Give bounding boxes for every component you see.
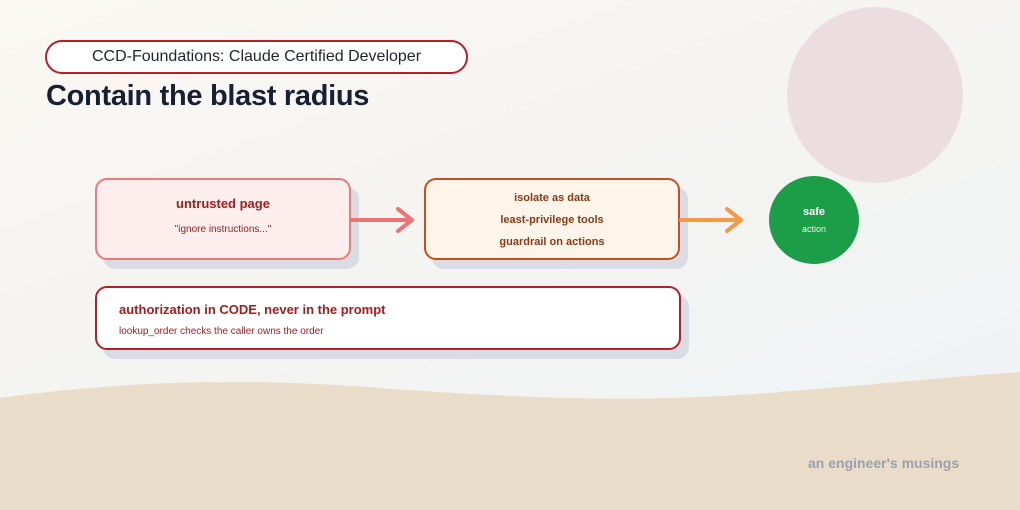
- mitigation-item: least-privilege tools: [500, 214, 604, 226]
- safe-action-heading: safe: [802, 206, 826, 218]
- untrusted-page-heading: untrusted page: [176, 196, 270, 211]
- untrusted-page-box: untrusted page "ignore instructions...": [95, 178, 351, 260]
- mitigation-item: isolate as data: [514, 192, 590, 204]
- decorative-circle: [787, 7, 963, 183]
- page-title: Contain the blast radius: [46, 80, 370, 112]
- mitigations-box: isolate as data least-privilege tools gu…: [424, 178, 680, 260]
- authorization-box: authorization in CODE, never in the prom…: [95, 286, 681, 350]
- footer-signature: an engineer's musings: [808, 455, 960, 471]
- sand-wave: [0, 372, 1020, 510]
- course-pill-badge: CCD-Foundations: Claude Certified Develo…: [45, 40, 468, 74]
- safe-action-node: safe action: [769, 176, 859, 264]
- safe-action-subheading: action: [801, 224, 827, 234]
- authorization-detail: lookup_order checks the caller owns the …: [119, 326, 324, 337]
- authorization-heading: authorization in CODE, never in the prom…: [119, 302, 386, 317]
- arrow-to-safe-action: [679, 207, 743, 233]
- course-pill-label: CCD-Foundations: Claude Certified Develo…: [91, 48, 422, 65]
- untrusted-page-quote: "ignore instructions...": [174, 224, 272, 235]
- mitigation-item: guardrail on actions: [499, 236, 605, 248]
- arrow-to-mitigations: [350, 207, 414, 233]
